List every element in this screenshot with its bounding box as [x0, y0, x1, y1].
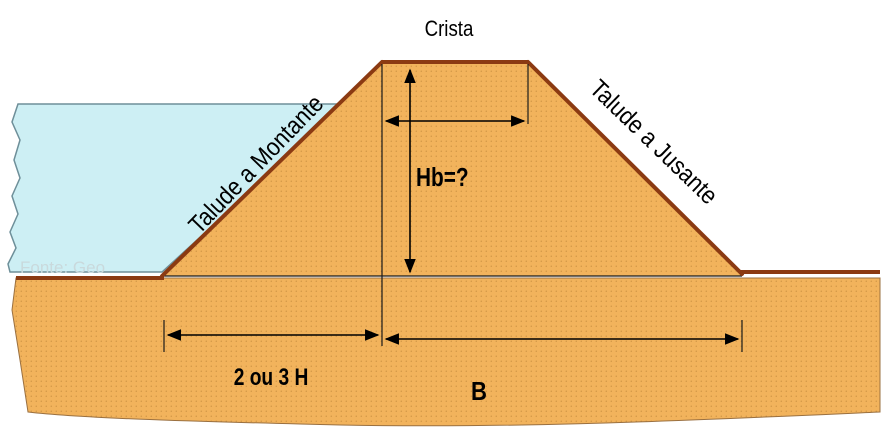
dam-body: [162, 62, 742, 276]
base-label: B: [471, 377, 487, 406]
upstream-slope-edge: [160, 60, 384, 278]
downstream-slope-edge: [526, 60, 744, 276]
watermark-text: Fonte: Geo: [20, 258, 105, 277]
height-label: Hb=?: [416, 163, 469, 192]
foundation-ground: [11, 277, 881, 427]
reservoir-water: [7, 103, 348, 273]
base-offset-label: 2 ou 3 H: [234, 363, 309, 391]
crest-label: Crista: [425, 18, 474, 42]
